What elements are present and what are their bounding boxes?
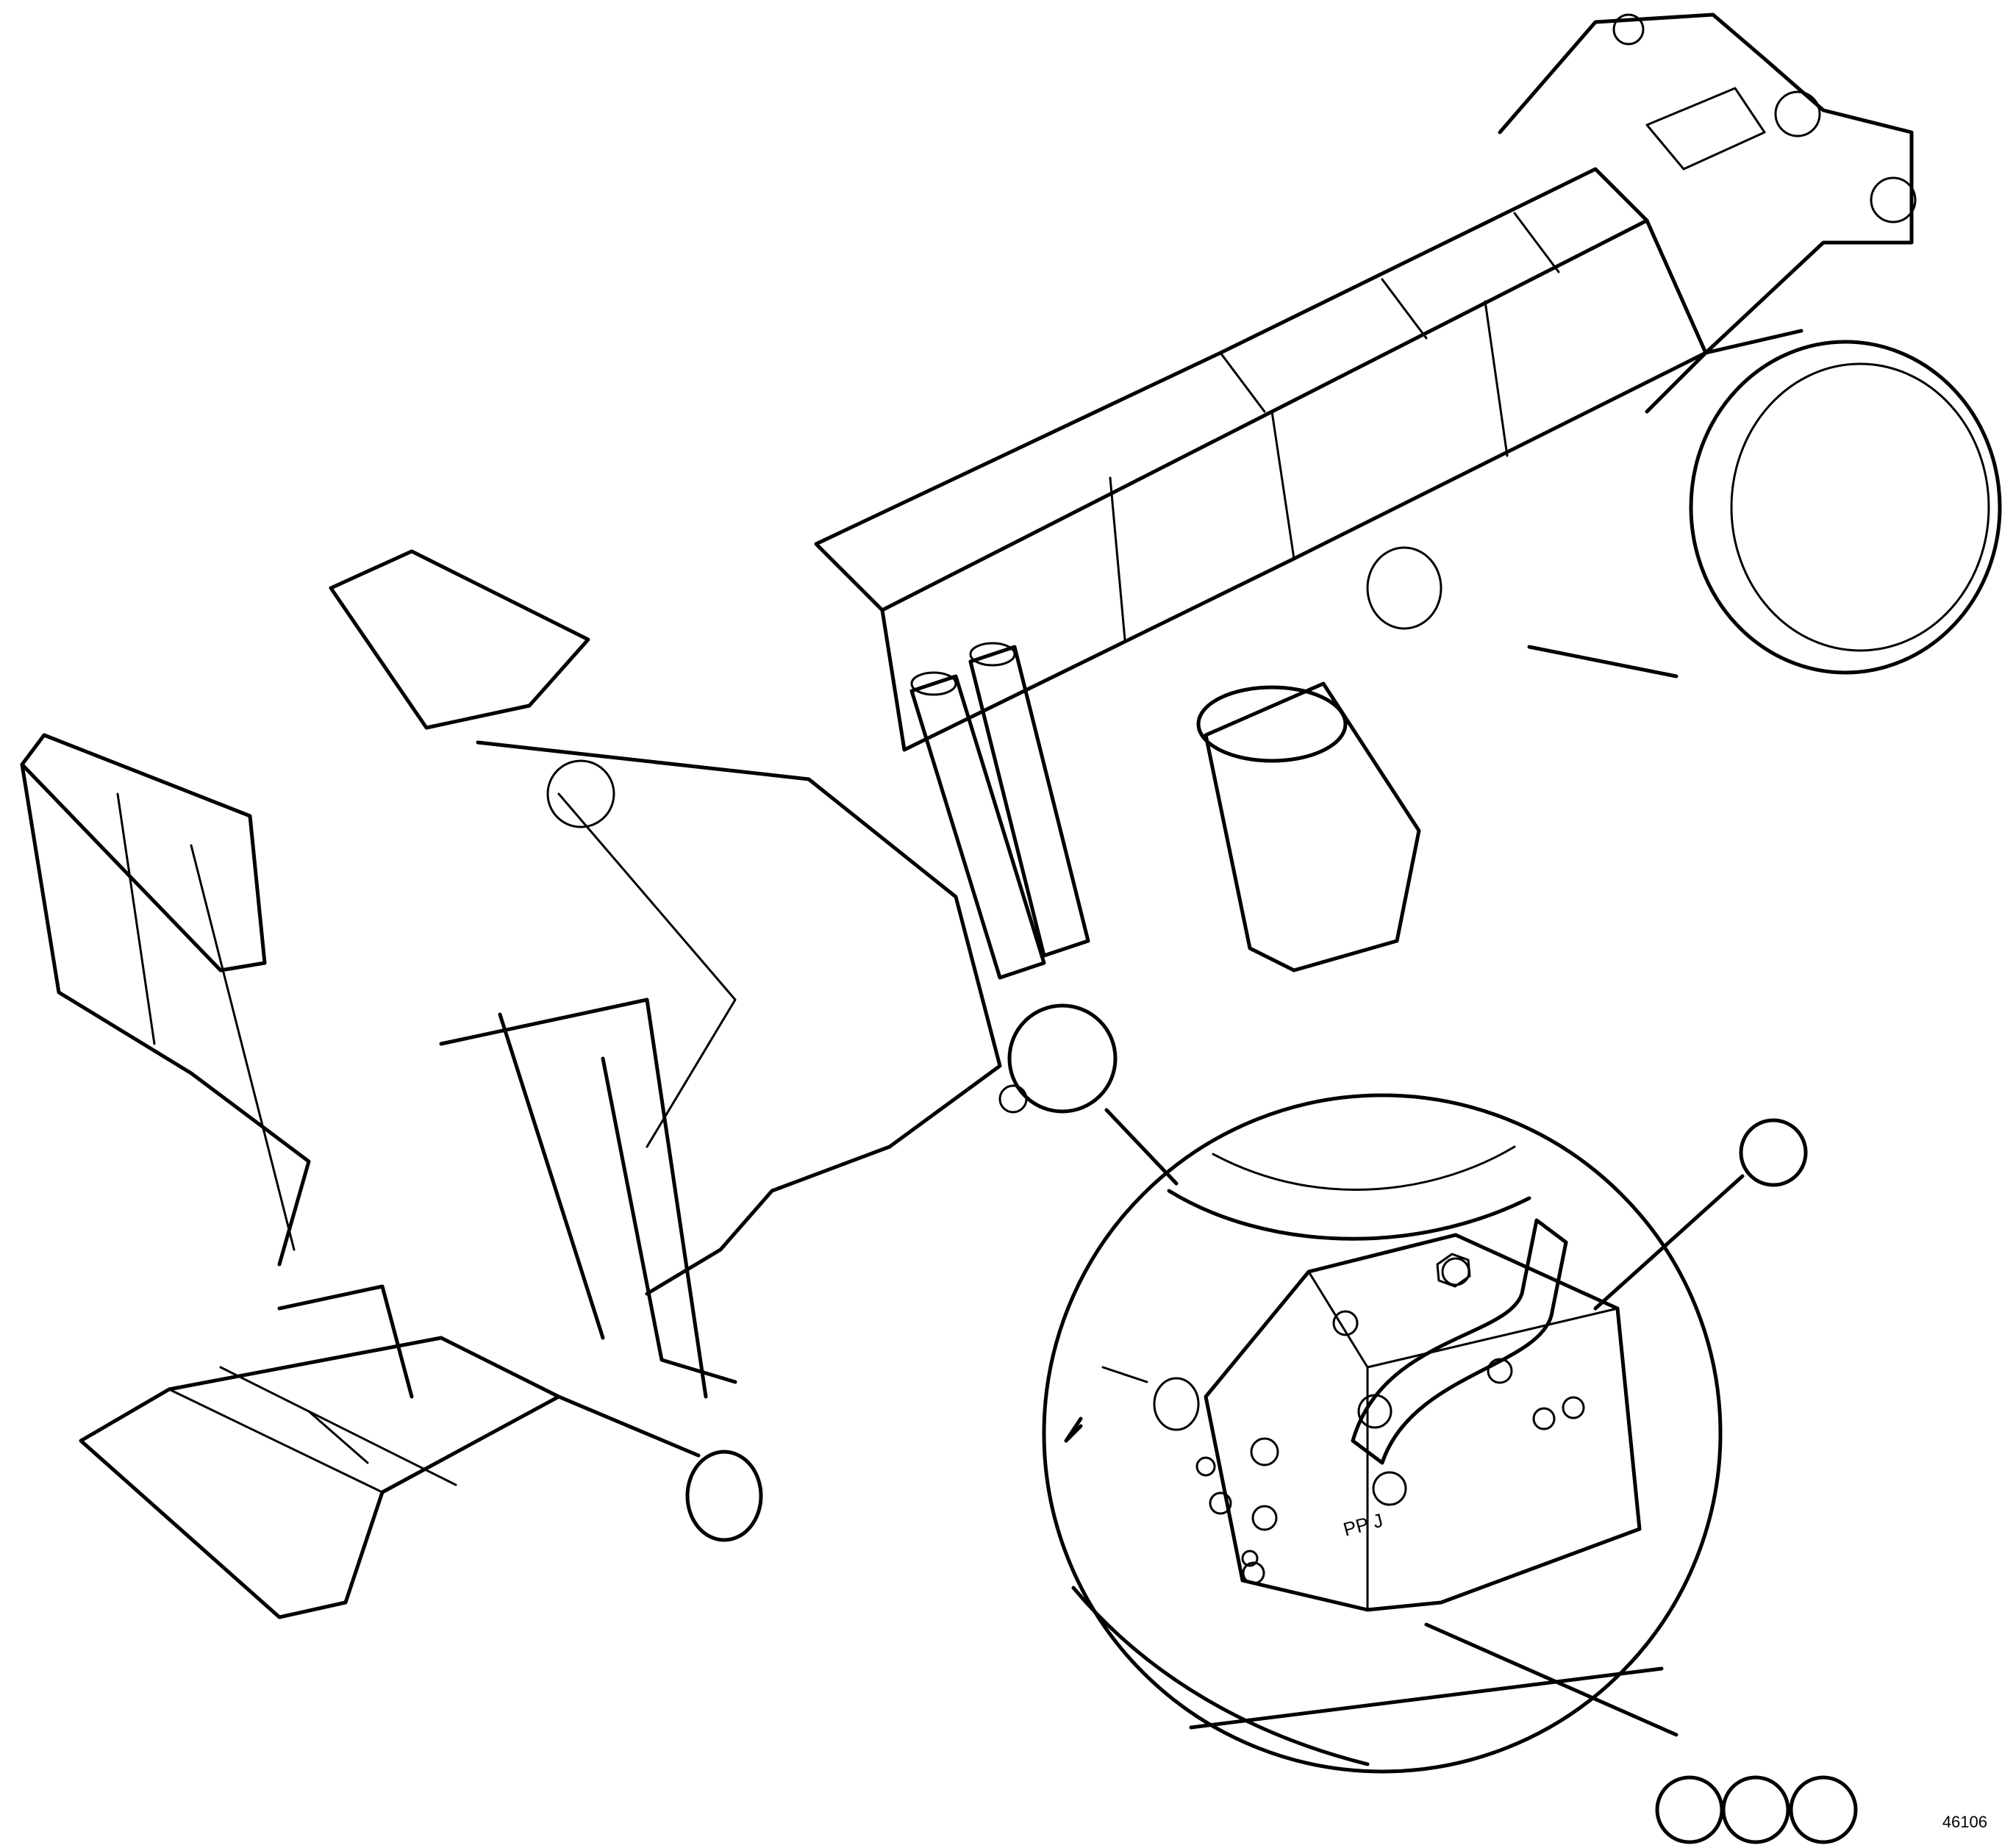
detail-marking: PP J <box>1341 1509 1385 1541</box>
detail-leader <box>998 1003 1179 1186</box>
callout-lower-2 <box>1721 1775 1790 1844</box>
hydraulic-cylinders <box>909 642 1090 980</box>
rear-frame <box>20 549 1002 1399</box>
lower-subframe <box>79 1284 763 1619</box>
callout-upper <box>1739 1118 1808 1187</box>
upper-arm-bracket <box>1498 12 1917 355</box>
slew-ring <box>1527 329 2002 678</box>
callout-leaders <box>1424 1174 1745 1737</box>
figure-id: 46106 <box>1942 1813 1987 1831</box>
callout-lower-3 <box>1789 1775 1858 1844</box>
detail-view <box>1042 1093 1723 1774</box>
callout-lower-1 <box>1655 1775 1724 1844</box>
hydraulic-tank <box>1196 546 1442 973</box>
main-frame-beam <box>814 167 1708 752</box>
